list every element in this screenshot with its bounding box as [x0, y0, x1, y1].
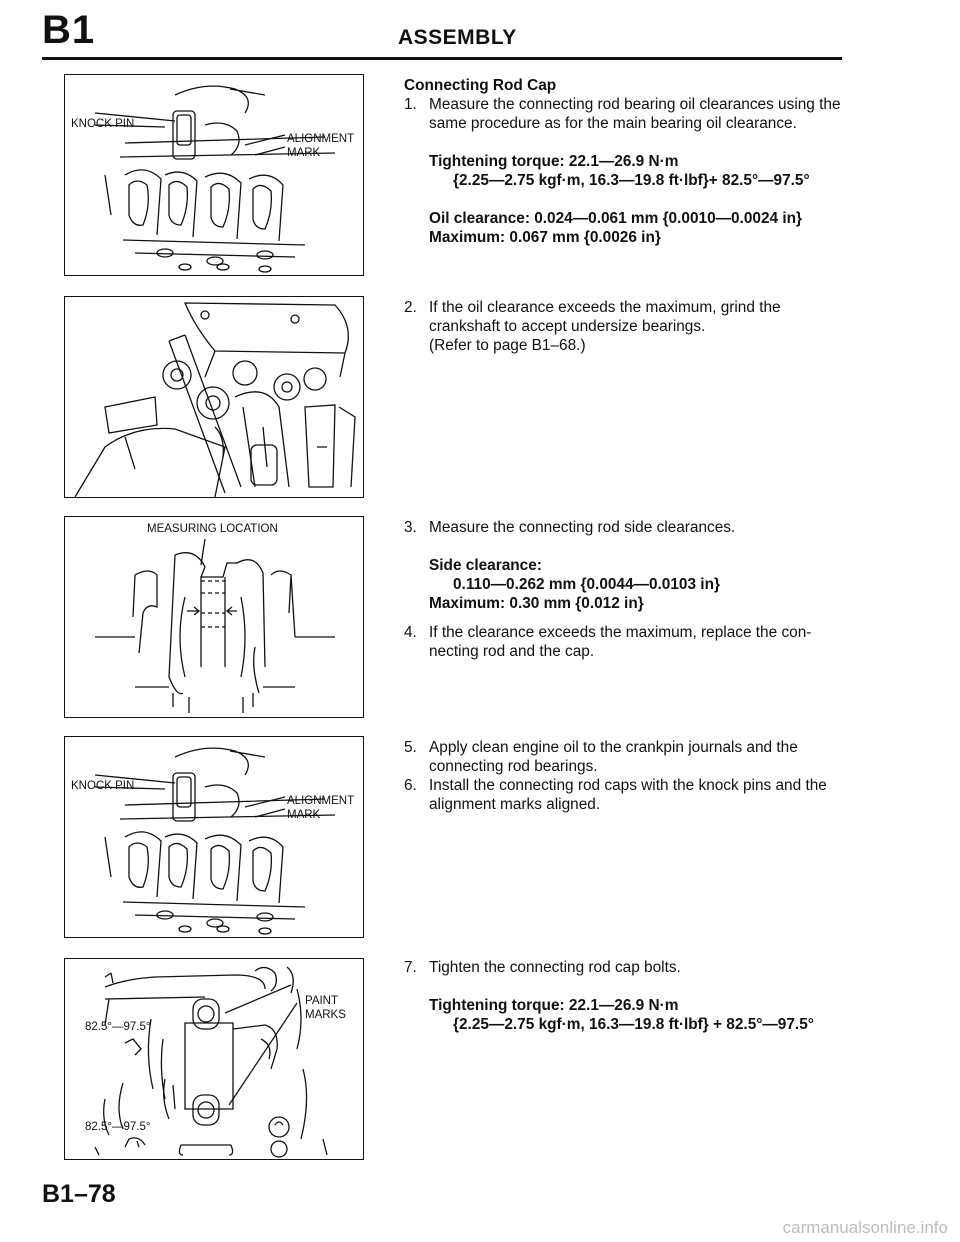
marks-label: MARKS: [305, 1009, 346, 1021]
angle-bottom-label: 82.5°—97.5°: [85, 1121, 151, 1133]
step-text: Measure the connecting rod bearing oil c…: [429, 96, 841, 132]
connecting-rod-section-illustration: [95, 538, 335, 713]
step-7: 7. Tighten the connecting rod cap bolts.: [404, 958, 844, 977]
step-text: Install the connecting rod caps with the…: [429, 777, 827, 813]
side-clearance-title: Side clearance:: [429, 557, 542, 574]
mark-label: MARK: [287, 809, 321, 821]
oil-clearance-max: Maximum: 0.067 mm {0.0026 in}: [429, 229, 661, 246]
figure-plastigage-measurement: [64, 296, 364, 498]
section-grind-crankshaft: 2. If the oil clearance exceeds the maxi…: [404, 298, 844, 355]
step-number: 1.: [404, 96, 417, 113]
step-number: 4.: [404, 624, 417, 641]
section-install-caps: 5. Apply clean engine oil to the crankpi…: [404, 738, 844, 814]
crankshaft-measurement-illustration: [74, 302, 356, 497]
alignment-label: ALIGNMENT: [287, 133, 355, 145]
step-number: 5.: [404, 739, 417, 756]
step-3: 3. Measure the connecting rod side clear…: [404, 518, 844, 537]
alignment-label: ALIGNMENT: [287, 795, 355, 807]
paint-label: PAINT: [305, 995, 339, 1007]
section-side-clearance: 3. Measure the connecting rod side clear…: [404, 518, 844, 661]
figure-knock-pin-alignment: KNOCK PIN ALIGNMENT MARK: [64, 74, 364, 276]
torque-spec: Tightening torque: 22.1—26.9 N·m: [429, 997, 679, 1014]
section-heading: Connecting Rod Cap: [404, 77, 557, 94]
step-text: Tighten the connecting rod cap bolts.: [429, 959, 681, 976]
torque-spec: Tightening torque: 22.1—26.9 N·m: [429, 153, 679, 170]
figure-side-clearance: MEASURING LOCATION: [64, 516, 364, 718]
step-text: Apply clean engine oil to the crankpin j…: [429, 739, 798, 775]
cap-bolt-angle-illustration: [94, 966, 328, 1158]
step-text: If the oil clearance exceeds the maximum…: [429, 299, 781, 335]
step-number: 2.: [404, 299, 417, 316]
step-text: If the clearance exceeds the maximum, re…: [429, 624, 812, 660]
step-5: 5. Apply clean engine oil to the crankpi…: [404, 738, 844, 776]
figure-install-caps: KNOCK PIN ALIGNMENT MARK: [64, 736, 364, 938]
header-rule: [42, 57, 842, 60]
step-number: 7.: [404, 959, 417, 976]
measuring-location-label: MEASURING LOCATION: [147, 523, 278, 535]
step-4: 4. If the clearance exceeds the maximum,…: [404, 623, 844, 661]
knock-pin-label: KNOCK PIN: [71, 118, 135, 130]
page-title: ASSEMBLY: [398, 26, 517, 49]
torque-spec-units: {2.25—2.75 kgf·m, 16.3—19.8 ft·lbf} + 82…: [453, 1016, 814, 1033]
oil-clearance-spec: Oil clearance: 0.024—0.061 mm {0.0010—0.…: [429, 210, 803, 227]
crankshaft-cap-illustration: [94, 85, 336, 273]
section-tighten-bolts: 7. Tighten the connecting rod cap bolts.…: [404, 958, 844, 1034]
side-clearance-max: Maximum: 0.30 mm {0.012 in}: [429, 595, 644, 612]
side-clearance-value: 0.110—0.262 mm {0.0044—0.0103 in}: [453, 576, 720, 593]
footer-watermark: carmanualsonline.info: [782, 1218, 948, 1237]
step-2: 2. If the oil clearance exceeds the maxi…: [404, 298, 844, 336]
section-connecting-rod-cap: Connecting Rod Cap 1. Measure the connec…: [404, 76, 844, 247]
page-reference: (Refer to page B1–68.): [429, 337, 586, 354]
angle-top-label: 82.5°—97.5°: [85, 1021, 151, 1033]
knock-pin-label: KNOCK PIN: [71, 780, 135, 792]
step-6: 6. Install the connecting rod caps with …: [404, 776, 844, 814]
step-1: 1. Measure the connecting rod bearing oi…: [404, 95, 844, 133]
mark-label: MARK: [287, 147, 321, 159]
page-number: B1–78: [42, 1180, 116, 1208]
section-code: B1: [42, 8, 96, 52]
torque-spec-units: {2.25—2.75 kgf·m, 16.3—19.8 ft·lbf}+ 82.…: [453, 172, 810, 189]
step-number: 6.: [404, 777, 417, 794]
step-number: 3.: [404, 519, 417, 536]
figure-tighten-bolts: PAINT MARKS 82.5°—97.5° 82.5°—97.5°: [64, 958, 364, 1160]
step-text: Measure the connecting rod side clearanc…: [429, 519, 736, 536]
crankshaft-cap-install-illustration: [94, 747, 336, 935]
